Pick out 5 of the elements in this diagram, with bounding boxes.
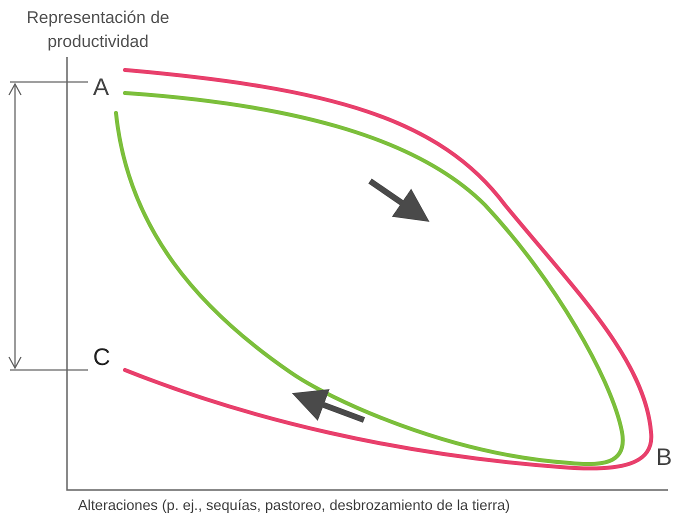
point-label: B [656, 444, 672, 472]
axis-title: Alteraciones (p. ej., sequías, pastoreo, desbrozamiento de la tierra) [78, 497, 510, 515]
point-label: A [93, 74, 110, 102]
point-label: C [93, 344, 110, 372]
axis-title: Representación de productividad [26, 7, 170, 53]
